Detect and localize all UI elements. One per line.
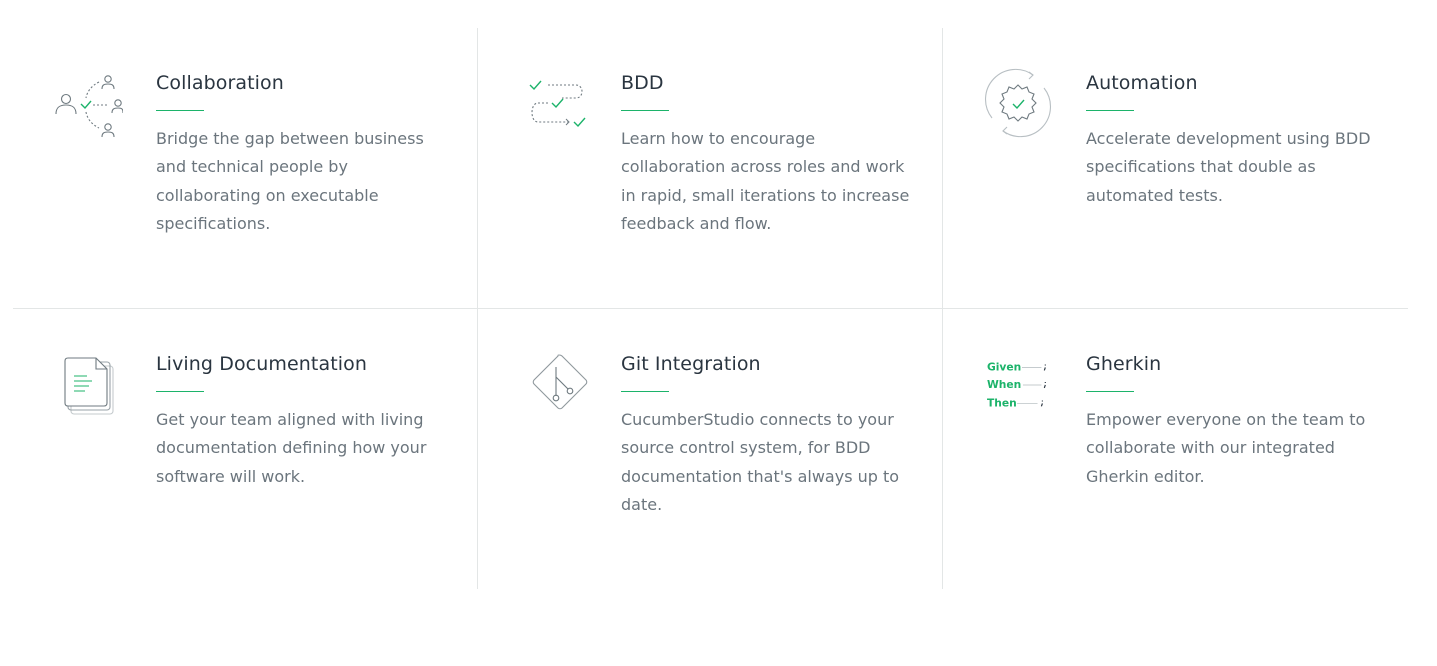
gherkin-keyword-when: When: [987, 378, 1021, 391]
gherkin-keyword-given: Given: [987, 360, 1021, 373]
feature-title: Living Documentation: [156, 353, 367, 375]
title-underline: [1086, 391, 1134, 392]
feature-title: Automation: [1086, 72, 1198, 94]
feature-description: Bridge the gap between business and tech…: [156, 129, 424, 233]
title-underline: [156, 391, 204, 392]
gherkin-keywords-icon: Given When Then: [986, 349, 1058, 419]
collaboration-people-icon: [53, 68, 123, 138]
gherkin-keyword-then: Then: [987, 396, 1017, 409]
bdd-flow-checks-icon: [526, 68, 596, 138]
feature-description: Empower everyone on the team to collabor…: [1086, 410, 1366, 486]
row-divider: [13, 308, 1408, 309]
feature-title: Collaboration: [156, 72, 284, 94]
feature-card-git-integration: Git Integration CucumberStudio connects …: [478, 309, 943, 589]
title-underline: [156, 110, 204, 111]
feature-card-bdd: BDD Learn how to encourage collaboration…: [478, 28, 943, 308]
feature-card-automation: Automation Accelerate development using …: [943, 28, 1408, 308]
feature-card-gherkin: Given When Then Gherkin Empower everyone…: [943, 309, 1408, 589]
feature-description: Get your team aligned with living docume…: [156, 410, 427, 486]
feature-card-collaboration: Collaboration Bridge the gap between bus…: [13, 28, 478, 308]
feature-description: Accelerate development using BDD specifi…: [1086, 129, 1371, 205]
features-grid: Collaboration Bridge the gap between bus…: [13, 28, 1408, 589]
title-underline: [621, 110, 669, 111]
feature-title: BDD: [621, 72, 664, 94]
feature-description: Learn how to encourage collaboration acr…: [621, 129, 910, 233]
feature-title: Gherkin: [1086, 353, 1162, 375]
automation-gear-icon: [983, 68, 1053, 138]
title-underline: [1086, 110, 1134, 111]
documents-stack-icon: [53, 349, 123, 419]
feature-title: Git Integration: [621, 353, 761, 375]
feature-card-living-documentation: Living Documentation Get your team align…: [13, 309, 478, 589]
title-underline: [621, 391, 669, 392]
feature-description: CucumberStudio connects to your source c…: [621, 410, 900, 514]
git-branch-icon: [524, 349, 594, 419]
